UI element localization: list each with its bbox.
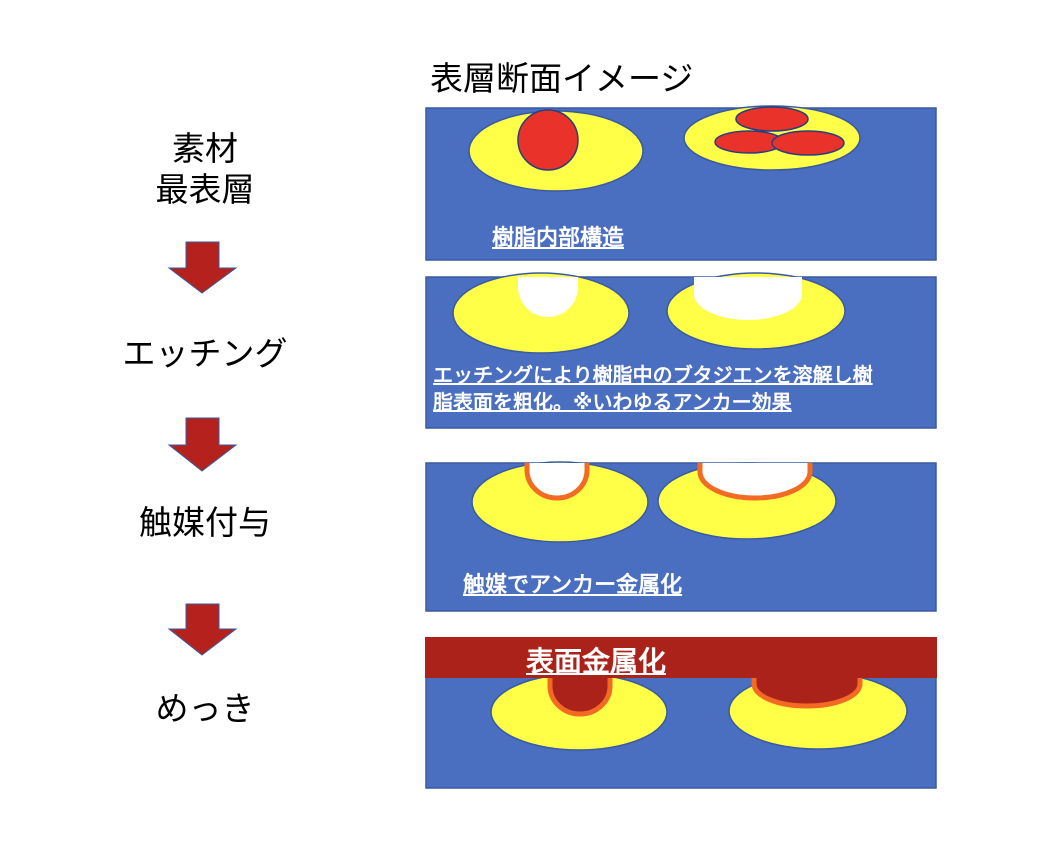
down-arrow-icon bbox=[167, 241, 238, 294]
step-etching: エッチング bbox=[100, 333, 310, 374]
panel-etching bbox=[425, 272, 937, 429]
panel4-caption: 表面金属化 bbox=[526, 645, 667, 678]
panel-plating bbox=[425, 637, 937, 789]
panel3-caption: 触媒でアンカー金属化 bbox=[463, 573, 683, 598]
step-label-line: エッチング bbox=[122, 334, 288, 373]
panel2-caption: エッチングにより樹脂中のブタジエンを溶解し樹 脂表面を粗化。※いわゆるアンカー効… bbox=[433, 362, 873, 416]
butadiene-particle bbox=[735, 106, 809, 132]
step-raw-material: 素材 最表層 bbox=[100, 128, 310, 211]
metal-surface-layer bbox=[425, 637, 937, 678]
etched-pit bbox=[694, 277, 802, 320]
butadiene-particle bbox=[771, 130, 845, 156]
step-label-line: 触媒付与 bbox=[139, 503, 271, 542]
caption-line: 脂表面を粗化。※いわゆるアンカー効果 bbox=[433, 390, 792, 414]
catalyzed-pit bbox=[524, 463, 590, 501]
plated-pit bbox=[547, 676, 613, 717]
panel-catalyst bbox=[425, 461, 937, 612]
step-label-line: めっき bbox=[155, 689, 255, 728]
plated-pit bbox=[751, 676, 863, 709]
panel-raw-material bbox=[425, 105, 937, 261]
step-label-line: 最表層 bbox=[155, 170, 255, 210]
down-arrow-icon bbox=[167, 417, 238, 472]
resin-domain-left bbox=[471, 461, 649, 543]
catalyzed-pit bbox=[697, 463, 813, 501]
panel1-caption: 樹脂内部構造 bbox=[492, 226, 625, 251]
etched-pit bbox=[518, 277, 578, 317]
down-arrow-icon bbox=[167, 603, 238, 656]
step-plating: めっき bbox=[100, 688, 310, 729]
caption-line: エッチングにより樹脂中のブタジエンを溶解し樹 bbox=[433, 363, 873, 387]
diagram-title: 表層断面イメージ bbox=[430, 59, 694, 98]
step-catalyst: 触媒付与 bbox=[100, 502, 310, 543]
step-label-line: 素材 bbox=[172, 129, 238, 168]
butadiene-particle bbox=[517, 109, 579, 171]
